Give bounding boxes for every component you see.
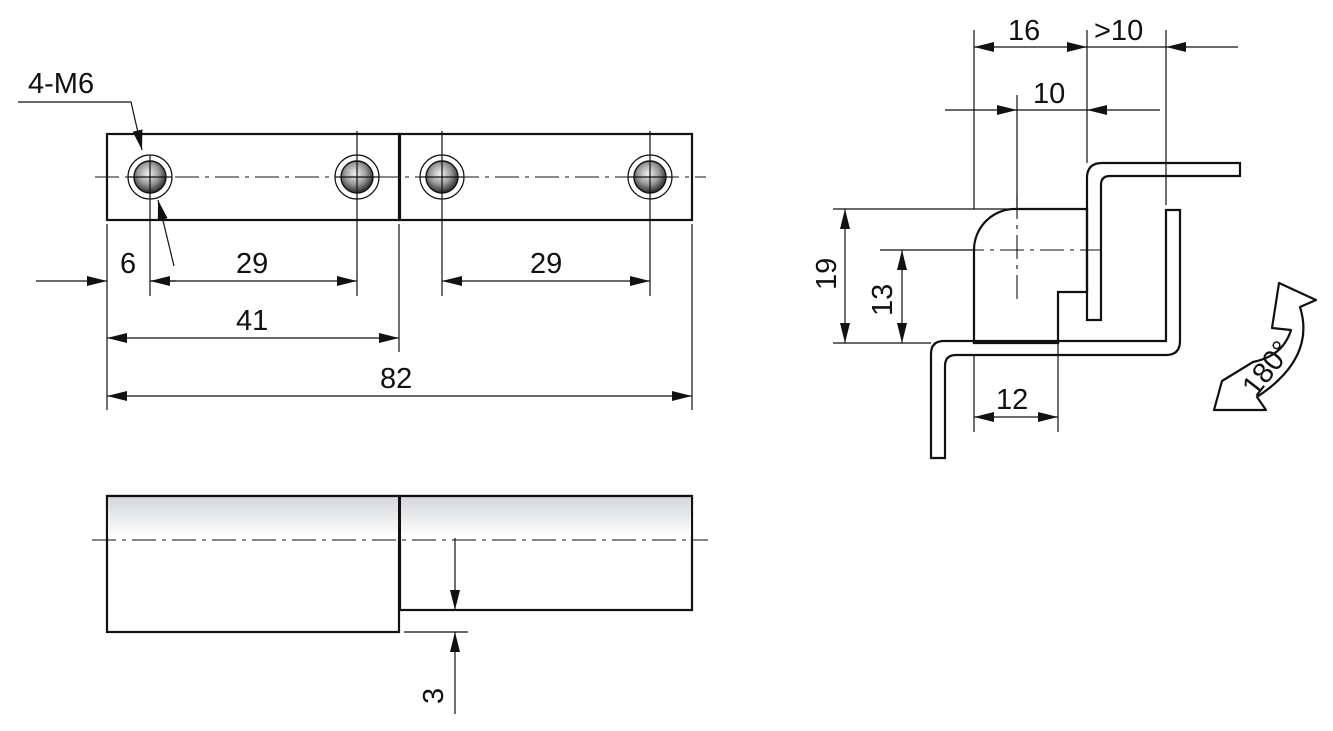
side-view: 16 >10 10 19 13 12 [811, 15, 1242, 460]
mounting-hole-2 [334, 131, 380, 223]
dimension-clearance: >10 [1087, 15, 1238, 52]
dimension-41-label: 41 [236, 305, 268, 337]
dimension-41: 41 [107, 305, 399, 343]
dimension-13: 13 [867, 250, 907, 343]
top-view: 4-M6 6 29 29 41 [18, 68, 706, 410]
dimension-82-label: 82 [380, 363, 412, 395]
mounting-hole-1 [127, 154, 173, 200]
front-view: 3 [92, 494, 708, 714]
upper-leaf [1085, 161, 1242, 322]
dimension-clearance-label: >10 [1094, 15, 1143, 47]
dimension-29-left-label: 29 [236, 248, 268, 280]
thread-callout-label: 4-M6 [28, 68, 94, 100]
dimension-12-label: 12 [996, 384, 1028, 416]
dimension-6: 6 [36, 248, 176, 286]
dimension-10: 10 [945, 78, 1160, 115]
mounting-hole-4 [627, 131, 673, 223]
dimension-13-label: 13 [867, 284, 899, 316]
hinge-knuckle [972, 207, 1089, 345]
dimension-82: 82 [107, 363, 692, 401]
mounting-hole-3 [419, 131, 465, 223]
dimension-29-right: 29 [442, 248, 650, 286]
thread-callout: 4-M6 [18, 68, 175, 267]
dimension-6-label: 6 [120, 248, 136, 280]
dimension-19: 19 [811, 209, 850, 343]
dimension-3-label: 3 [418, 688, 450, 704]
right-leaf-plate [398, 132, 694, 222]
dimension-19-label: 19 [811, 258, 843, 290]
dimension-10-label: 10 [1033, 78, 1065, 110]
dimension-3: 3 [404, 538, 468, 714]
dimension-16: 16 [974, 15, 1087, 52]
dimension-29-left: 29 [150, 248, 357, 286]
dimension-29-right-label: 29 [530, 248, 562, 280]
rotation-indicator: 180° [1212, 281, 1318, 412]
left-knuckle-shading [108, 497, 398, 537]
lower-leaf [929, 208, 1182, 460]
dimension-16-label: 16 [1008, 15, 1040, 47]
dimension-12: 12 [974, 384, 1058, 422]
right-knuckle-shading [401, 497, 691, 537]
rotation-arrow-icon [1212, 281, 1318, 412]
